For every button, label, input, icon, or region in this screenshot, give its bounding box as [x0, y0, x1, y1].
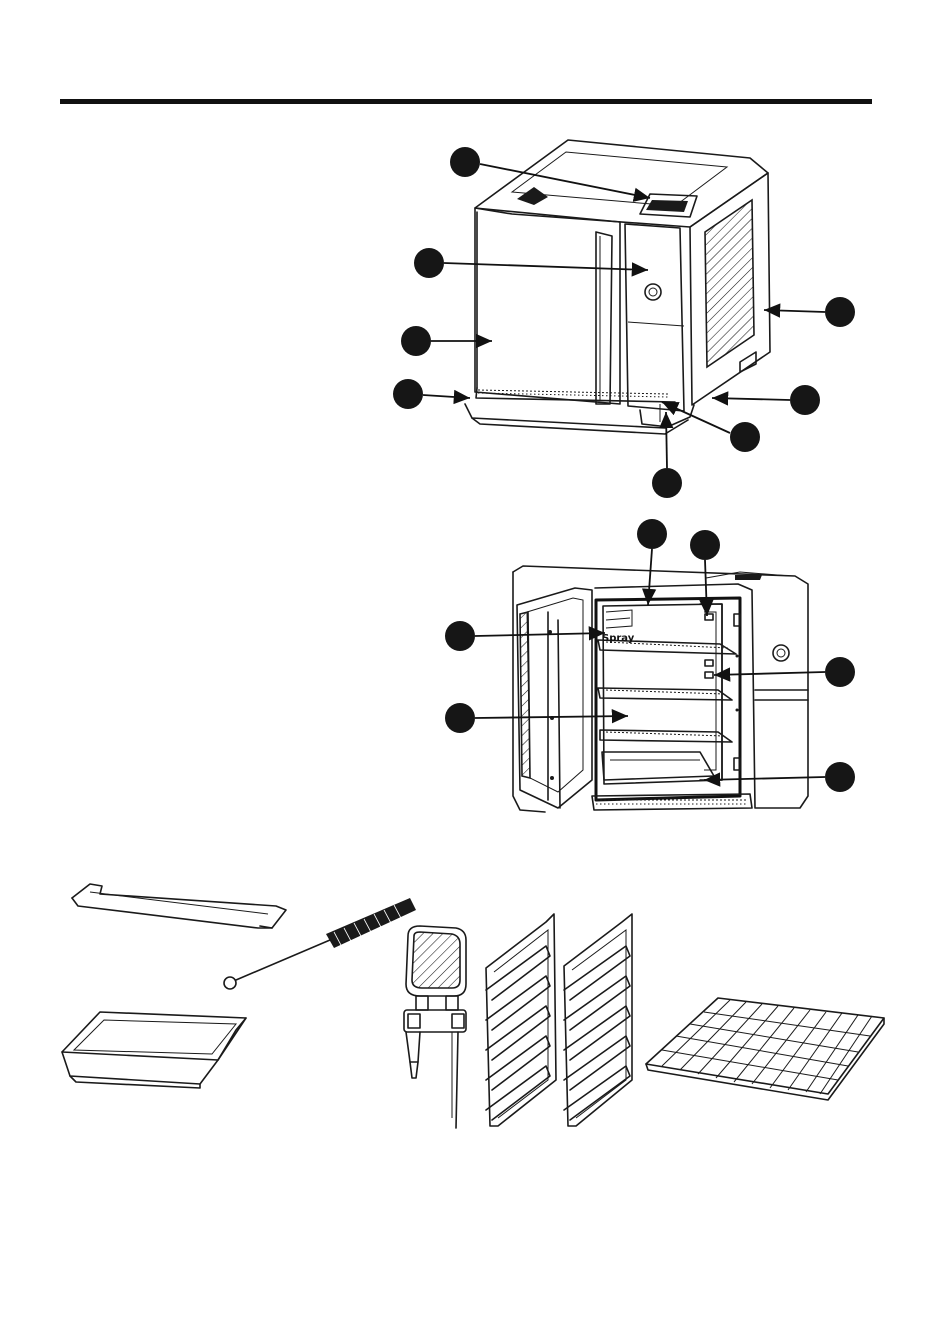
- leader-arrow: [666, 412, 667, 468]
- callouts-figure-1: [393, 147, 855, 498]
- callout-dot: [790, 385, 820, 415]
- callout-dot: [730, 422, 760, 452]
- callout-dot: [825, 762, 855, 792]
- callout-dot: [690, 530, 720, 560]
- crumb-tray: [72, 884, 286, 928]
- leader-arrow: [764, 310, 825, 312]
- door-handle: [596, 232, 612, 404]
- callout-dot: [401, 326, 431, 356]
- leader-arrow: [423, 395, 470, 398]
- side-rack-right: [564, 914, 632, 1126]
- open-door: [517, 588, 592, 808]
- header-rule: [60, 99, 872, 104]
- leader-arrow: [712, 398, 790, 400]
- callout-dot: [825, 297, 855, 327]
- callout-dot: [393, 379, 423, 409]
- leader-arrow: [648, 549, 652, 605]
- side-rack-left: [486, 914, 556, 1126]
- oven-front-view: [465, 140, 770, 434]
- callouts-figure-2: [445, 519, 855, 792]
- temperature-probe: [404, 926, 466, 1128]
- leader-arrow: [662, 402, 730, 433]
- callout-dot: [637, 519, 667, 549]
- wire-shelf: [598, 640, 736, 742]
- leader-arrow: [480, 164, 650, 198]
- leader-arrow: [705, 560, 707, 616]
- callout-dot: [825, 657, 855, 687]
- leader-arrow: [475, 716, 628, 718]
- knob-icon: [773, 645, 789, 661]
- leader-arrow: [475, 633, 605, 636]
- vent-strip: [478, 390, 668, 397]
- callout-dot: [445, 703, 475, 733]
- callout-dot: [445, 621, 475, 651]
- callout-dot: [450, 147, 480, 177]
- oven-open-view: Spray: [513, 566, 808, 812]
- door-sticker-text: Spray: [602, 633, 635, 644]
- wire-rack: [646, 998, 884, 1100]
- callout-dot: [652, 468, 682, 498]
- baking-pan: [62, 1012, 246, 1088]
- callout-dot: [414, 248, 444, 278]
- knob-icon: [645, 284, 661, 300]
